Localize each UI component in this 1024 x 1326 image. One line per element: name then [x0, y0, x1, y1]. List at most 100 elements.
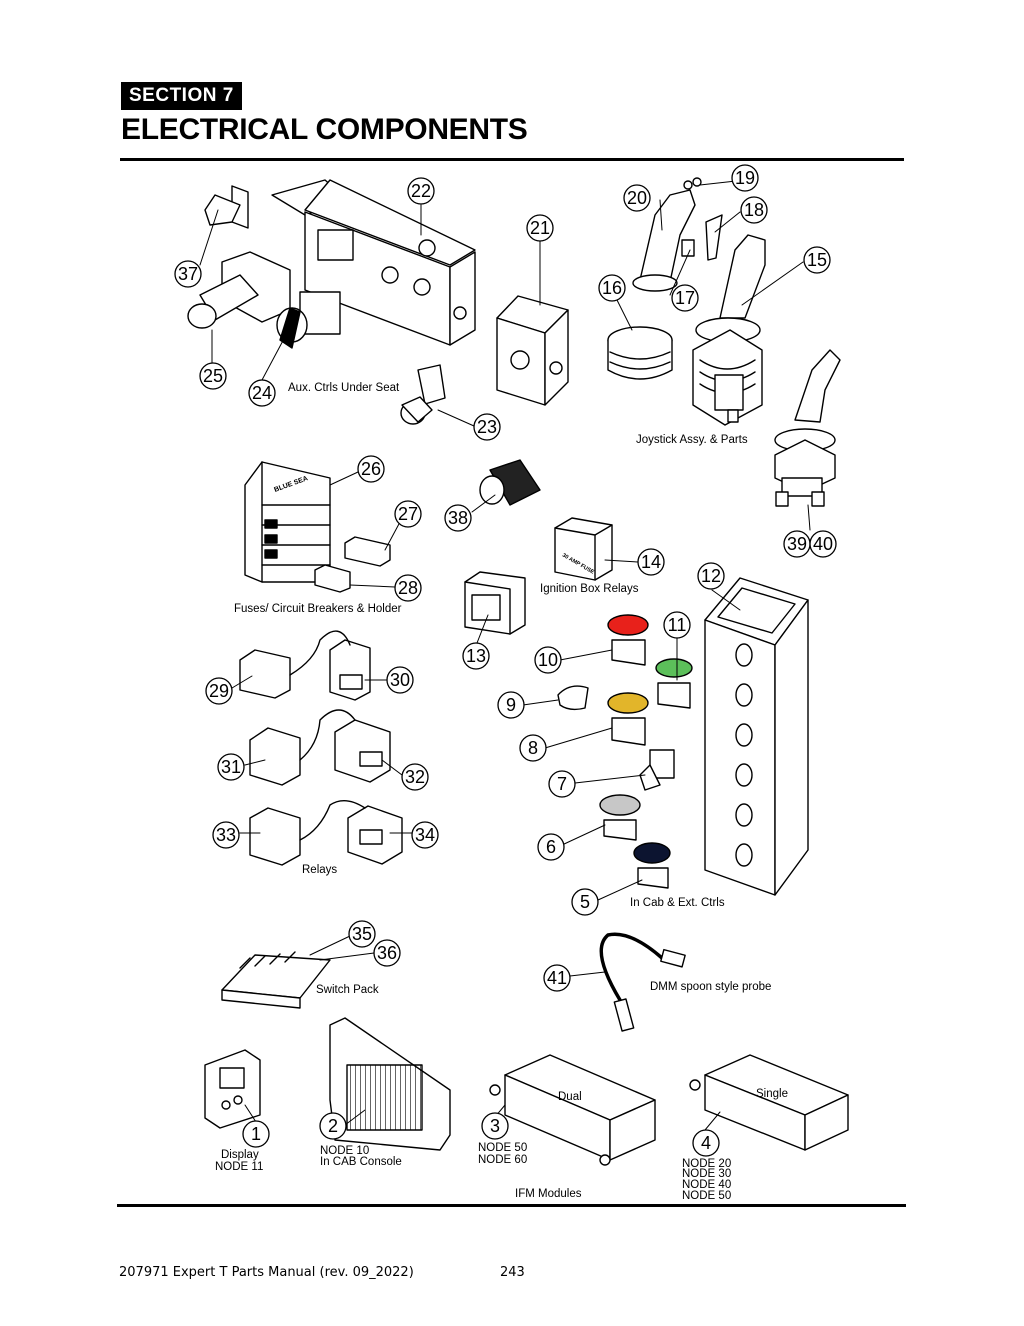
svg-text:36: 36: [377, 943, 397, 963]
relay-socket-34: [347, 805, 403, 865]
caption-relays: Relays: [302, 864, 337, 876]
guard-ring-9: [557, 685, 589, 711]
caption-node30: NODE 30: [682, 1168, 731, 1180]
aux-control-box: [271, 179, 476, 346]
footer-manual: 207971 Expert T Parts Manual (rev. 09_20…: [119, 1265, 414, 1280]
caption-dual: Dual: [558, 1091, 582, 1103]
caption-node60: NODE 60: [478, 1154, 527, 1166]
svg-text:22: 22: [411, 181, 431, 201]
svg-text:2: 2: [328, 1116, 338, 1136]
svg-text:39: 39: [787, 534, 807, 554]
svg-text:38: 38: [448, 508, 468, 528]
svg-text:15: 15: [807, 250, 827, 270]
fuse-holder: [244, 461, 331, 583]
joystick-assembly-15: [692, 234, 766, 426]
svg-text:14: 14: [641, 552, 661, 572]
circuit-breaker-28: [314, 564, 351, 593]
caption-switch-pack: Switch Pack: [316, 984, 379, 996]
svg-text:41: 41: [547, 968, 567, 988]
caption-node10: NODE 10: [320, 1145, 369, 1157]
caption-node40: NODE 40: [682, 1179, 731, 1191]
svg-text:35: 35: [352, 924, 372, 944]
top-rule: [120, 158, 904, 161]
caption-ignition: Ignition Box Relays: [540, 583, 639, 595]
caption-in-cab: In Cab & Ext. Ctrls: [630, 897, 725, 909]
caption-node50: NODE 50: [478, 1142, 527, 1154]
svg-text:34: 34: [415, 825, 435, 845]
callout-numbers: 22 21 19 18 15 20 17 16 37 25 24 23 26 2…: [178, 168, 833, 1153]
svg-text:5: 5: [580, 892, 590, 912]
svg-text:25: 25: [203, 366, 223, 386]
caption-aux-ctrls: Aux. Ctrls Under Seat: [288, 382, 400, 394]
caption-probe: DMM spoon style probe: [650, 981, 771, 993]
svg-text:37: 37: [178, 264, 198, 284]
boot-16: [607, 326, 673, 380]
caption-single: Single: [756, 1088, 788, 1100]
relay-29: [239, 649, 291, 699]
switch-pack: [221, 951, 331, 1009]
svg-text:12: 12: [701, 566, 721, 586]
svg-text:40: 40: [813, 534, 833, 554]
control-station-12: [704, 577, 809, 896]
svg-text:9: 9: [506, 695, 516, 715]
svg-text:26: 26: [361, 459, 381, 479]
svg-text:16: 16: [602, 278, 622, 298]
mushroom-button-green: [655, 658, 693, 709]
ignition-relay-14: [554, 517, 613, 581]
svg-text:17: 17: [675, 288, 695, 308]
display-node-11: [204, 1049, 261, 1129]
caption-display-node: NODE 11: [215, 1161, 263, 1173]
key-switch: [187, 251, 291, 329]
svg-text:4: 4: [701, 1133, 711, 1153]
node-10-module: [329, 1017, 451, 1151]
mushroom-button-red: [607, 614, 649, 666]
dmm-probe: [599, 932, 686, 1032]
circuit-breaker-27: [344, 536, 391, 567]
small-cap-17: [681, 239, 695, 257]
caption-node50b: NODE 50: [682, 1190, 731, 1202]
mushroom-button-yellow: [607, 692, 649, 746]
relay-socket-30: [329, 639, 371, 701]
trigger-part-18: [705, 214, 723, 261]
svg-text:23: 23: [477, 417, 497, 437]
ignition-relay-13: [464, 571, 526, 635]
cylinder-part-38: [479, 459, 541, 506]
page-title: ELECTRICAL COMPONENTS: [121, 113, 528, 146]
relay-31: [249, 727, 301, 786]
svg-text:20: 20: [627, 188, 647, 208]
svg-text:6: 6: [546, 837, 556, 857]
svg-text:28: 28: [398, 578, 418, 598]
toggle-switch: [204, 185, 249, 229]
caption-node20: NODE 20: [682, 1158, 731, 1170]
svg-text:33: 33: [216, 825, 236, 845]
mushroom-button-navy: [633, 842, 671, 889]
relay-wires: [289, 630, 366, 841]
svg-text:7: 7: [557, 774, 567, 794]
caption-node10-console: In CAB Console: [320, 1156, 402, 1168]
svg-text:3: 3: [490, 1116, 500, 1136]
svg-text:31: 31: [221, 757, 241, 777]
svg-text:32: 32: [405, 767, 425, 787]
svg-text:29: 29: [209, 681, 229, 701]
svg-text:21: 21: [530, 218, 550, 238]
ifm-module-dual: [489, 1054, 656, 1166]
footer-page-number: 243: [500, 1265, 525, 1280]
control-enclosure: [496, 295, 569, 406]
selector-switch-7: [639, 749, 675, 791]
ifm-module-single: [689, 1054, 849, 1151]
svg-text:8: 8: [528, 738, 538, 758]
callout-circles: [174, 164, 837, 1157]
caption-ifm: IFM Modules: [515, 1188, 582, 1200]
svg-text:24: 24: [252, 383, 272, 403]
relay-socket-32: [334, 719, 391, 783]
caption-fuses: Fuses/ Circuit Breakers & Holder: [234, 603, 402, 615]
joystick-handle-20: [632, 177, 702, 292]
relay-33: [249, 807, 301, 866]
svg-text:13: 13: [466, 646, 486, 666]
caption-display: Display: [221, 1149, 259, 1161]
svg-text:11: 11: [668, 615, 687, 635]
captions: Aux. Ctrls Under Seat Joystick Assy. & P…: [215, 382, 788, 1202]
svg-text:27: 27: [398, 504, 418, 524]
selector-switch: [276, 291, 341, 349]
